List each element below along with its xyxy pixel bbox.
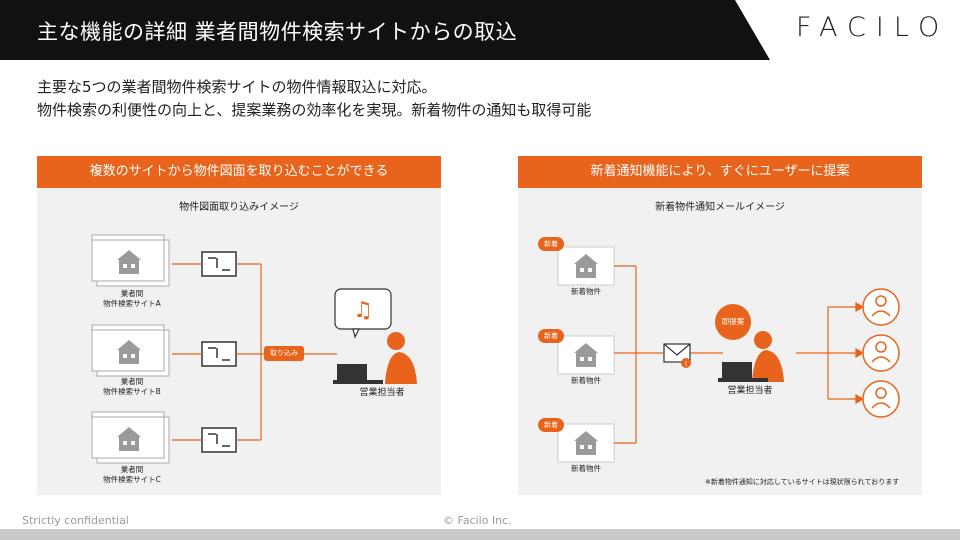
import-panel: 複数のサイトから物件図面を取り込むことができる 物件図面取り込みイメージ [37,156,441,495]
sales-person-label: 営業担当者 [359,388,405,398]
new-tag: 新着 [538,237,564,251]
new-tag: 新着 [538,418,564,432]
facilo-logo: FACILO [796,12,950,43]
site-window-b [91,324,170,377]
footer-confidential: Strictly confidential [22,514,129,527]
svg-text:♫: ♫ [353,298,373,323]
sales-person-icon [718,331,784,382]
svg-text:!: ! [685,360,688,368]
sales-person-label: 営業担当者 [727,386,773,396]
notification-panel-heading: 新着通知機能により、すぐにユーザーに提案 [518,156,922,188]
house-icon [117,250,141,274]
notification-diagram: ! [557,246,900,463]
property-card [557,335,615,375]
title-bar [0,0,770,60]
notification-panel: 新着通知機能により、すぐにユーザーに提案 新着物件通知メールイメージ [518,156,922,495]
user-icon [862,380,900,418]
proposal-bubble [715,304,751,340]
footer-copyright: © Facilo Inc. [443,514,512,527]
new-property-label: 新着物件 [571,464,601,473]
site-a-label: 業者間 物件検索サイトA [103,289,161,308]
support-note: ※新着物件通知に対応しているサイトは現状限られております [705,478,900,486]
house-icon [117,427,141,451]
house-icon [117,340,141,364]
lead-text: 主要な5つの業者間物件検索サイトの物件情報取込に対応。 物件検索の利便性の向上と… [37,76,591,122]
new-property-label: 新着物件 [571,287,601,296]
floor-plan-icon [201,341,237,367]
sales-person-icon [333,332,417,384]
lead-line-1: 主要な5つの業者間物件検索サイトの物件情報取込に対応。 [37,78,437,96]
page-title: 主な機能の詳細 業者間物件検索サイトからの取込 [37,20,518,44]
import-diagram: ♫ [91,234,417,464]
property-card [557,246,615,286]
import-connectors [172,263,337,441]
floor-plan-icon [201,251,237,277]
import-panel-heading: 複数のサイトから物件図面を取り込むことができる [37,156,441,188]
music-note-bubble: ♫ [334,288,392,339]
site-b-label: 業者間 物件検索サイトB [103,377,161,396]
mail-icon: ! [663,343,691,368]
import-label: 取り込み [264,346,304,361]
user-icon [862,288,900,326]
import-panel-subtitle: 物件図面取り込みイメージ [179,202,299,213]
property-card [557,423,615,463]
notification-panel-subtitle: 新着物件通知メールイメージ [655,202,785,213]
notification-connectors [614,265,865,444]
lead-line-2: 物件検索の利便性の向上と、提案業務の効率化を実現。新着物件の通知も取得可能 [37,101,592,119]
bottom-bar [0,529,960,540]
proposal-label: 即提案 [721,317,745,326]
site-c-label: 業者間 物件検索サイトC [103,465,161,484]
floor-plan-icon [201,427,237,453]
new-tag: 新着 [538,329,564,343]
user-icon [862,334,900,372]
new-property-label: 新着物件 [571,376,601,385]
